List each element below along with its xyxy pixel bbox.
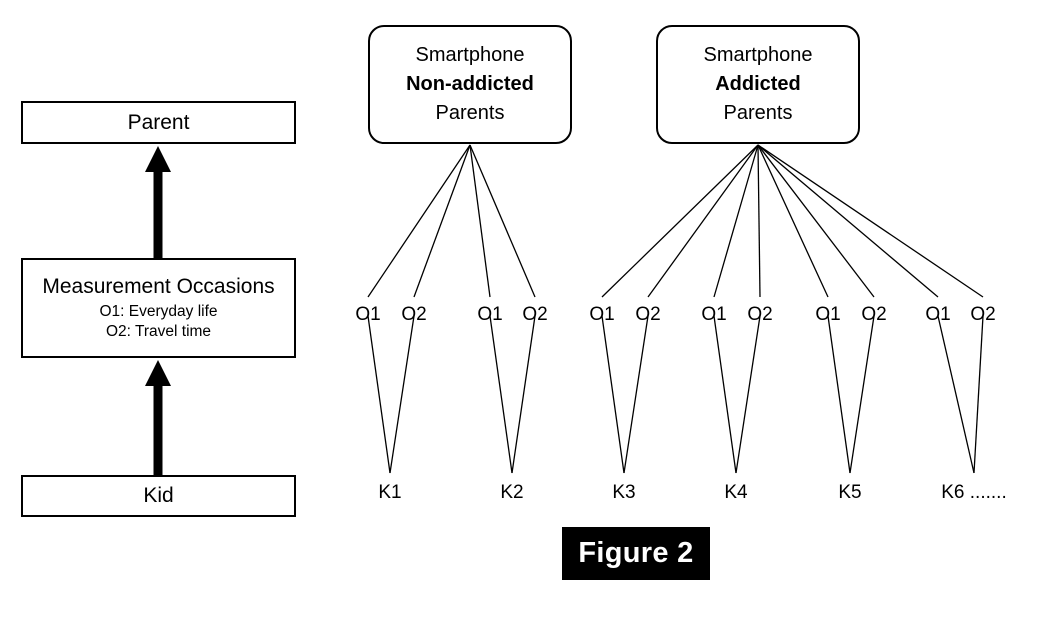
fan-line-addicted-k4-o2: [757, 144, 761, 298]
fan-line-addicted-k5-o2: [757, 144, 875, 298]
vee-line-o2-to-k3: [623, 315, 649, 474]
vee-line-o2-to-k5: [849, 315, 875, 474]
occasion-label-addicted-k3-o2: O2: [635, 304, 661, 325]
group-box-addicted-line-3: Parents: [723, 102, 793, 124]
occasion-label-nonaddicted-k2-o1: O1: [477, 304, 503, 325]
occasion-label-addicted-k4-o1: O1: [701, 304, 727, 325]
fan-line-addicted-k3-o1: [601, 144, 759, 298]
occasion-label-addicted-k5-o1: O1: [815, 304, 841, 325]
group-box-non-addicted-parents: Smartphone Non-addicted Parents: [368, 25, 572, 144]
group-box-non-addicted-line-2: Non-addicted: [406, 73, 534, 95]
occasion-label-nonaddicted-k1-o1: O1: [355, 304, 381, 325]
vee-line-o2-to-k2: [511, 315, 536, 474]
fan-line-addicted-k4-o1: [713, 144, 759, 298]
fan-line-nonaddicted-k1-o1: [367, 144, 471, 298]
occasion-label-addicted-k3-o1: O1: [589, 304, 615, 325]
group-to-occasion-lines: [367, 144, 984, 298]
vee-line-o1-to-k5: [827, 315, 851, 474]
figure-caption: Figure 2: [562, 527, 710, 580]
fan-line-addicted-k6-o2: [757, 144, 984, 298]
occasion-label-nonaddicted-k1-o2: O2: [401, 304, 427, 325]
kid-label-k3: K3: [612, 482, 636, 503]
fan-line-addicted-k5-o1: [757, 144, 829, 298]
kid-label-k4: K4: [724, 482, 748, 503]
level-box-measurement-occasions-title: Measurement Occasions: [42, 275, 275, 298]
kid-label-k5: K5: [838, 482, 862, 503]
occasion-label-addicted-k6-o2: O2: [970, 304, 996, 325]
level-box-measurement-occasions-subline-1: O1: Everyday life: [99, 303, 218, 320]
group-box-addicted-parents: Smartphone Addicted Parents: [656, 25, 860, 144]
vee-line-o2-to-k1: [389, 315, 415, 474]
level-box-parent: Parent: [21, 101, 296, 144]
group-box-non-addicted-line-3: Parents: [435, 102, 505, 124]
kid-label-k1: K1: [378, 482, 402, 503]
kid-label-k6: K6 .......: [941, 482, 1007, 503]
occasion-label-addicted-k5-o2: O2: [861, 304, 887, 325]
vee-line-o2-to-k4: [735, 315, 761, 474]
occasion-label-addicted-k4-o2: O2: [747, 304, 773, 325]
level-box-kid-title: Kid: [143, 484, 174, 507]
vee-line-o1-to-k3: [601, 315, 625, 474]
fan-line-nonaddicted-k2-o2: [469, 144, 536, 298]
level-box-parent-title: Parent: [127, 110, 190, 134]
fan-line-nonaddicted-k2-o1: [469, 144, 491, 298]
vee-line-o1-to-k4: [713, 315, 737, 474]
fan-line-addicted-k3-o2: [647, 144, 759, 298]
kid-label-k2: K2: [500, 482, 524, 503]
fan-line-nonaddicted-k1-o2: [413, 144, 471, 298]
level-box-measurement-occasions-subline-2: O2: Travel time: [105, 323, 212, 340]
fan-line-addicted-k6-o1: [757, 144, 939, 298]
vee-line-o2-to-k6: [973, 315, 984, 474]
occasion-label-addicted-k6-o1: O1: [925, 304, 951, 325]
group-box-addicted-line-2: Addicted: [715, 73, 801, 95]
occasion-label-nonaddicted-k2-o2: O2: [522, 304, 548, 325]
vee-line-o1-to-k2: [489, 315, 513, 474]
level-box-measurement-occasions: Measurement Occasions O1: Everyday life …: [21, 258, 296, 358]
occasion-to-kid-lines: [367, 315, 984, 474]
vee-line-o1-to-k1: [367, 315, 391, 474]
vee-line-o1-to-k6: [937, 315, 975, 474]
group-box-non-addicted-line-1: Smartphone: [415, 44, 525, 66]
group-box-addicted-line-1: Smartphone: [703, 44, 813, 66]
level-box-kid: Kid: [21, 475, 296, 517]
